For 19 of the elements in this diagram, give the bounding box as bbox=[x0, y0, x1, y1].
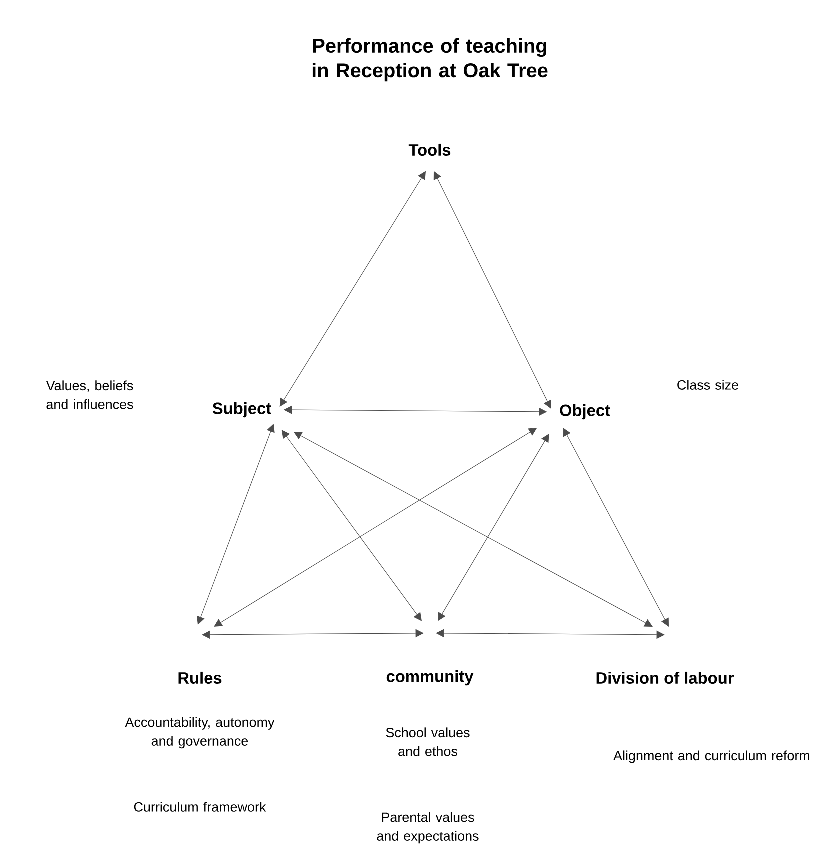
note-text: Class size bbox=[678, 380, 738, 390]
node-label: community bbox=[386, 670, 474, 686]
arrow bbox=[438, 434, 550, 622]
note-text: Accountability, autonomy and governance bbox=[125, 717, 275, 749]
node-label: Object bbox=[560, 404, 610, 420]
arrow bbox=[282, 430, 422, 622]
note-text: Alignment and curriculum reform bbox=[614, 750, 810, 764]
title: Performance of teaching in Reception at Oak Tree bbox=[312, 38, 548, 82]
note-text: Values, beliefs and influences bbox=[46, 380, 134, 410]
node-label: Tools bbox=[408, 144, 451, 156]
arrow bbox=[214, 428, 538, 627]
note-text: School values and ethos bbox=[386, 728, 470, 756]
node-label: Subject bbox=[212, 402, 272, 418]
note-text: Parental values and expectations bbox=[377, 812, 479, 844]
arrow bbox=[202, 629, 424, 640]
node-label: Rules bbox=[178, 672, 222, 684]
arrow bbox=[563, 428, 669, 627]
note-text: Curriculum framework bbox=[134, 802, 266, 812]
node-label: Division of labour bbox=[596, 672, 734, 684]
